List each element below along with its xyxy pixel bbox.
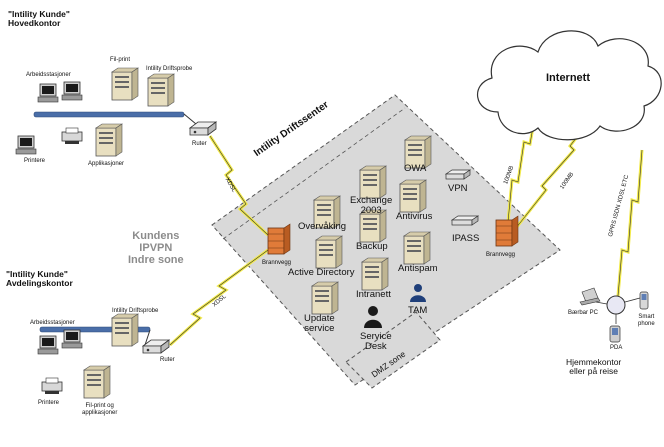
servicedesk-person-icon [364, 306, 382, 328]
backup-label: Backup [356, 241, 388, 252]
branch-workstations-label: Arbeidsstasjoner [30, 320, 75, 326]
overvaking-label: Overvåking [298, 221, 347, 232]
operations-center-zone [211, 94, 561, 386]
hq-fileprint-label: Fil-print [110, 57, 131, 63]
firewall-left-label: Brannvegg [262, 260, 292, 266]
branch-title-line1: "Intility Kunde" [6, 269, 68, 279]
update-service-label: Update service [304, 313, 335, 335]
tam-person-icon [410, 284, 426, 302]
firewall-right-label: Brannvegg [486, 252, 516, 258]
hq-router-label: Ruter [192, 141, 207, 147]
exchange-label: Exchange 2003 [350, 195, 393, 217]
hq-lan-bar [33, 111, 185, 118]
ipvpn-line1: Kundens [132, 230, 180, 242]
servicedesk-line2: Desk [365, 341, 387, 353]
hq-probe-server-icon [147, 73, 175, 107]
branch-router-icon [142, 339, 170, 354]
hq-apps-label: Applikasjoner [88, 161, 125, 167]
intranett-label: Intranett [356, 289, 391, 300]
hq-probe-label: Intility Driftsprobe [146, 66, 193, 72]
hq-router-icon [189, 121, 217, 136]
firewall-left-icon [267, 223, 291, 255]
antispam-server-icon [403, 231, 431, 265]
pda-icon [609, 325, 621, 343]
branch-router-label: Ruter [160, 357, 175, 363]
pda-label: PDA [610, 345, 623, 351]
antivirus-server-icon [399, 179, 427, 213]
smartphone-icon [639, 291, 649, 310]
internet-label: Internett [546, 72, 590, 84]
hq-title-line2: Hovedkontor [8, 18, 61, 29]
branch-fileprint-line2: applikasjoner [82, 409, 118, 416]
branch-probe-label: Intility Driftsprobe [112, 308, 159, 314]
mobile-hub-icon [606, 295, 626, 315]
update-server-icon [311, 281, 339, 315]
vpn-label: VPN [448, 183, 468, 194]
firewall-right-icon [495, 215, 519, 247]
branch-fileprint-line1: Fil-print og [85, 403, 114, 409]
exchange-server-icon [359, 165, 387, 199]
ipvpn-line2: IPVPN [139, 242, 173, 255]
hq-title: "Intility Kunde" Hovedkontor [8, 9, 70, 29]
hq-workstations-label: Arbeidsstasjoner [26, 72, 71, 78]
branch-printer-icon [41, 377, 63, 395]
branch-workstation-icon [37, 335, 59, 355]
laptop-icon [579, 287, 601, 306]
hq-workstation-icon [15, 135, 37, 155]
active-directory-label: Active Directory [288, 267, 355, 278]
internet-cloud-icon [476, 30, 662, 141]
smartphone-label: Smart phone [638, 314, 655, 327]
hq-printers-label: Printere [24, 158, 46, 164]
home-office-line2: eller på reise [569, 366, 618, 377]
ipass-device-icon [450, 215, 480, 226]
exchange-line1: Exchange [350, 195, 393, 206]
hq-workstation-icon [37, 83, 59, 103]
hq-title-line1: "Intility Kunde" [8, 9, 70, 19]
hq-application-server-icon [95, 123, 123, 157]
smartphone-line1: Smart [638, 314, 655, 320]
dmz-zone [345, 311, 441, 389]
antispam-label: Antispam [398, 263, 438, 274]
update-line1: Update [304, 313, 335, 324]
vpn-device-icon [444, 169, 472, 180]
branch-printers-label: Printere [38, 400, 60, 406]
antivirus-label: Antivirus [396, 211, 433, 222]
smartphone-line2: phone [638, 320, 655, 327]
hq-fileprint-server-icon [111, 67, 139, 101]
servicedesk-label: Service Desk [360, 331, 392, 353]
home-office-line1: Hjemmekontor [566, 357, 622, 367]
hq-workstation-icon [61, 81, 83, 101]
branch-title: "Intility Kunde" Avdelingskontor [6, 269, 73, 289]
ipvpn-zone-label: Kundens IPVPN Indre sone [128, 230, 184, 266]
branch-fileprint-server-icon [83, 365, 111, 399]
hq-printer-icon [61, 127, 83, 145]
active-directory-server-icon [315, 235, 343, 269]
ipvpn-line3: Indre sone [128, 254, 184, 267]
branch-title-line2: Avdelingskontor [6, 278, 73, 289]
branch-probe-server-icon [111, 313, 139, 347]
owa-label: OWA [404, 163, 427, 174]
branch-fileprint-label: Fil-print og applikasjoner [82, 403, 117, 416]
ipass-label: IPASS [452, 233, 480, 244]
laptop-label: Bærbar PC [568, 310, 599, 316]
exchange-line2: 2003 [360, 205, 382, 217]
intranett-server-icon [361, 257, 389, 291]
home-office-label: Hjemmekontor eller på reise [566, 357, 622, 377]
branch-workstation-icon [61, 329, 83, 349]
tam-label: TAM [408, 305, 428, 316]
update-line2: service [304, 323, 335, 335]
servicedesk-line1: Service [360, 331, 392, 342]
